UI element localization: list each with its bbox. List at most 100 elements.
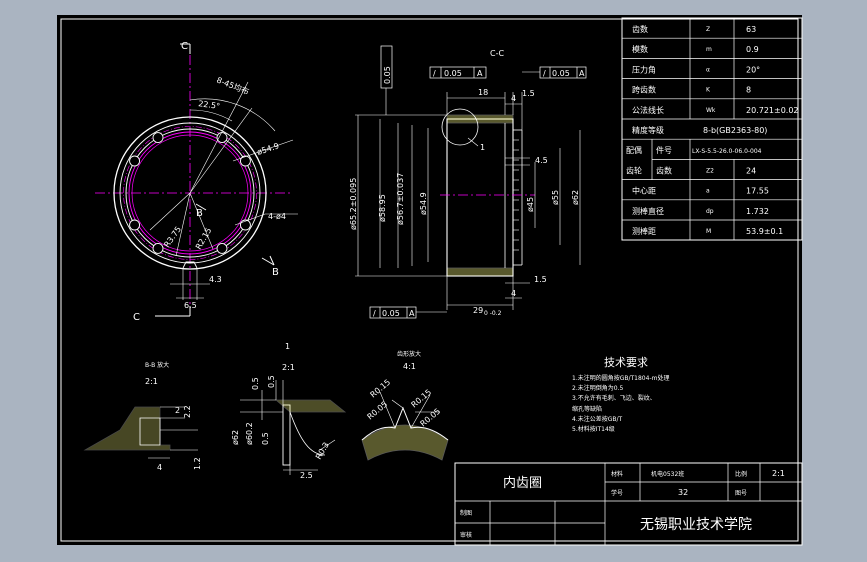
dia-58: ø58.95 xyxy=(378,194,387,222)
dia-45: ø45 xyxy=(526,197,535,212)
detail-tooth-title: 齿形放大 xyxy=(397,350,421,358)
drafter-label: 制图 xyxy=(460,509,472,517)
school-name: 无锡职业技术学院 xyxy=(640,517,752,533)
dim-4-bottom: 4 xyxy=(511,289,516,298)
tech-req-item-5: 4.未注公差按GB/T xyxy=(572,415,623,423)
checker-label: 审核 xyxy=(460,531,472,539)
scale-label: 比例 xyxy=(735,470,747,478)
section-b-label: B xyxy=(272,267,279,278)
dim-18: 18 xyxy=(478,88,488,97)
mount-hole xyxy=(152,242,164,254)
param-value: 20.721±0.02 xyxy=(746,106,799,115)
detail-bb-title: B-B 放大 xyxy=(145,361,169,369)
tech-req-title: 技术要求 xyxy=(604,356,648,369)
detail-1: 1 2:1 0.5 0.5 ø62 ø60.2 0.5 2.5 R0.3 xyxy=(231,342,347,480)
param-symbol: α xyxy=(706,66,710,73)
svg-text:A: A xyxy=(409,309,415,318)
param-value: 24 xyxy=(746,166,756,175)
param-group-label: 配偶 xyxy=(626,145,642,155)
param-value: 0.9 xyxy=(746,45,759,54)
dia-55: ø55 xyxy=(551,190,560,205)
param-name: 测棒距 xyxy=(632,226,656,236)
tol-frame-right: / 0.05 A xyxy=(522,66,587,79)
param-group-label: 齿轮 xyxy=(626,165,642,175)
mount-hole xyxy=(239,219,251,231)
param-name: 齿数 xyxy=(656,165,672,175)
param-symbol: Z2 xyxy=(706,167,714,174)
dim-4-5: 4.5 xyxy=(535,156,548,165)
svg-text:2: 2 xyxy=(175,406,180,415)
param-value: 8 xyxy=(746,86,751,95)
param-symbol: a xyxy=(706,188,710,195)
param-name: 压力角 xyxy=(632,64,656,74)
sheet-inner-border xyxy=(60,18,799,542)
param-value: 17.55 xyxy=(746,187,769,196)
param-name: 件号 xyxy=(656,145,672,155)
mount-hole xyxy=(152,132,164,144)
param-name: 测棒直径 xyxy=(632,206,664,216)
tech-requirements: 技术要求 1.未注明的圆角按GB/T1804-m处理 2.未注明倒角为0.5 3… xyxy=(572,356,669,433)
part-name: 内齿圈 xyxy=(503,475,542,491)
mount-hole xyxy=(129,219,141,231)
detail-bb-scale: 2:1 xyxy=(145,377,158,386)
student-no-value: 32 xyxy=(678,488,688,497)
tech-req-item-4: 缩孔等缺陷 xyxy=(572,405,602,413)
detail-callout: 1 xyxy=(480,143,485,152)
dim-1-5-bottom: 1.5 xyxy=(534,275,547,284)
student-no-label: 学号 xyxy=(611,489,623,497)
param-name: 模数 xyxy=(632,44,648,54)
detail-1-title: 1 xyxy=(285,342,290,351)
dim-1-5-top: 1.5 xyxy=(522,89,535,98)
svg-text:/: / xyxy=(433,69,436,78)
svg-text:0.5: 0.5 xyxy=(267,375,276,388)
dim-6-5: 6.5 xyxy=(184,301,197,310)
section-c-label-bottom: C xyxy=(133,312,140,323)
dia-56: ø56.7±0.037 xyxy=(396,173,405,225)
param-value: 8-b(GB2363-80) xyxy=(703,126,767,135)
svg-text:2.2: 2.2 xyxy=(183,405,192,418)
svg-text:1.2: 1.2 xyxy=(193,457,202,470)
section-c-label-top: C xyxy=(181,41,188,52)
svg-text:4: 4 xyxy=(157,463,162,472)
sheet-background xyxy=(57,15,802,545)
detail-bb: B-B 放大 2:1 2 2.2 4 1.2 xyxy=(83,361,202,472)
dim-4-3: 4.3 xyxy=(209,275,222,284)
tol-frame-left: / 0.05 A xyxy=(429,66,487,79)
angle-small-label: 22.5° xyxy=(198,99,221,111)
dim-4-top: 4 xyxy=(511,94,516,103)
param-symbol: M xyxy=(706,228,711,235)
title-block: 内齿圈 材料 机电0532班 比例 2:1 学号 32 图号 制图 审核 无锡职… xyxy=(454,462,803,546)
tol-frame-vertical: 0.05 xyxy=(380,45,393,115)
scale-value: 2:1 xyxy=(772,469,785,478)
param-value: 53.9±0.1 xyxy=(746,227,783,236)
dia-65: ø65.2±0.095 xyxy=(349,178,358,230)
svg-text:ø60.2: ø60.2 xyxy=(245,422,254,445)
param-value: 1.732 xyxy=(746,207,769,216)
param-name: 齿数 xyxy=(632,24,648,34)
svg-text:ø62: ø62 xyxy=(231,430,240,445)
dim-29: 29 xyxy=(473,306,483,315)
svg-text:0.05: 0.05 xyxy=(552,69,570,78)
param-name: 公法线长 xyxy=(632,105,664,115)
svg-text:/: / xyxy=(543,69,546,78)
param-name: 跨齿数 xyxy=(632,85,656,95)
svg-text:A: A xyxy=(579,69,585,78)
detail-1-scale: 2:1 xyxy=(282,363,295,372)
svg-text:0.5: 0.5 xyxy=(261,432,270,445)
tol-frame-bottom: / 0.05 A xyxy=(369,306,447,319)
mount-hole xyxy=(129,155,141,167)
tech-req-item-1: 1.未注明的圆角按GB/T1804-m处理 xyxy=(572,374,669,382)
tech-req-item-2: 2.未注明倒角为0.5 xyxy=(572,384,623,392)
svg-text:2.5: 2.5 xyxy=(300,471,313,480)
section-b-label-inner: B xyxy=(196,208,203,219)
dim-29-tol: 0 -0.2 xyxy=(484,310,502,317)
tech-req-item-3: 3.不允许有毛刺、飞边、裂纹、 xyxy=(572,394,656,402)
holes-label: 4-ø4 xyxy=(268,212,286,221)
svg-text:A: A xyxy=(477,69,483,78)
tech-req-item-6: 5.材料按IT14级 xyxy=(572,425,615,433)
svg-text:0.05: 0.05 xyxy=(382,309,400,318)
material-value: 机电0532班 xyxy=(651,470,684,478)
param-symbol: Wk xyxy=(706,107,716,114)
